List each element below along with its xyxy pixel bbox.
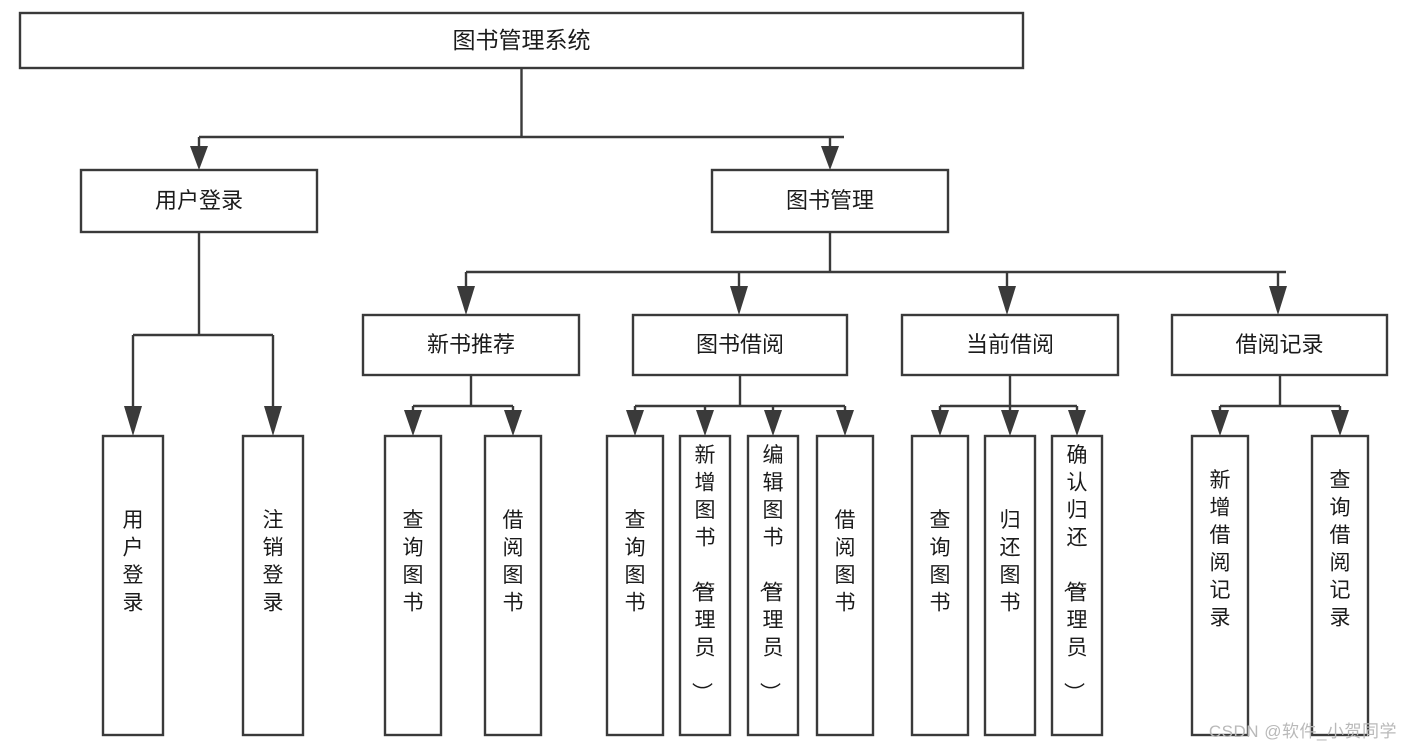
user-login-box[interactable] bbox=[79, 168, 319, 234]
leaf-return-book-box[interactable] bbox=[983, 434, 1037, 737]
current-borrow-box[interactable] bbox=[900, 313, 1120, 377]
root-label: 图书管理系统 bbox=[453, 27, 591, 53]
leaf-query-record-box[interactable] bbox=[1310, 434, 1370, 737]
node-leaf-confirm-return[interactable]: 确认归还（管理员） bbox=[1050, 434, 1104, 737]
node-leaf-add-record[interactable]: 新增借阅记录 bbox=[1190, 434, 1250, 737]
csdn-watermark: CSDN @软件_小贺同学 bbox=[1208, 722, 1397, 741]
node-new-book-recommend[interactable]: 新书推荐 bbox=[361, 313, 581, 377]
arrowhead-leaf-user-logout bbox=[264, 406, 282, 436]
leaf-return-book-label: 归还图书 bbox=[1000, 509, 1021, 615]
arrowhead-leaf-edit-book bbox=[764, 410, 782, 436]
node-leaf-query-book-3[interactable]: 查询图书 bbox=[910, 434, 970, 737]
leaf-query-record-label: 查询借阅记录 bbox=[1330, 469, 1351, 630]
leaf-query-book-2-box[interactable] bbox=[605, 434, 665, 737]
arrowhead-leaf-user-login bbox=[124, 406, 142, 436]
borrow-record-box[interactable] bbox=[1170, 313, 1389, 377]
arrowhead-leaf-add-book bbox=[696, 410, 714, 436]
node-leaf-query-book-1[interactable]: 查询图书 bbox=[383, 434, 443, 737]
node-leaf-user-login[interactable]: 用户登录 bbox=[101, 434, 165, 737]
connector-layer bbox=[124, 68, 1349, 436]
arrowhead-leaf-query-record bbox=[1331, 410, 1349, 436]
leaf-edit-book-label: 编辑图书（管理员） bbox=[758, 444, 784, 703]
node-leaf-query-book-2[interactable]: 查询图书 bbox=[605, 434, 665, 737]
leaf-borrow-book-2-box[interactable] bbox=[815, 434, 875, 737]
arrowhead-book-borrow bbox=[730, 286, 748, 315]
node-book-borrow[interactable]: 图书借阅 bbox=[631, 313, 849, 377]
leaf-borrow-book-2-label: 借阅图书 bbox=[835, 509, 856, 615]
leaf-add-record-label: 新增借阅记录 bbox=[1210, 469, 1231, 630]
node-leaf-edit-book[interactable]: 编辑图书（管理员） bbox=[746, 434, 800, 737]
leaf-user-login-label: 用户登录 bbox=[123, 509, 144, 615]
arrowhead-leaf-borrow-book-1 bbox=[504, 410, 522, 436]
arrowhead-book-management bbox=[821, 146, 839, 170]
node-leaf-add-book[interactable]: 新增图书（管理员） bbox=[678, 434, 732, 737]
borrow-record-label: 借阅记录 bbox=[1235, 332, 1323, 357]
node-leaf-borrow-book-2[interactable]: 借阅图书 bbox=[815, 434, 875, 737]
arrowhead-leaf-borrow-book-2 bbox=[836, 410, 854, 436]
leaf-query-book-3-box[interactable] bbox=[910, 434, 970, 737]
new-book-recommend-label: 新书推荐 bbox=[427, 332, 515, 357]
leaf-borrow-book-1-box[interactable] bbox=[483, 434, 543, 737]
leaf-user-logout-box[interactable] bbox=[241, 434, 305, 737]
book-borrow-label: 图书借阅 bbox=[696, 332, 784, 357]
arrowhead-leaf-query-book-3 bbox=[931, 410, 949, 436]
arrowhead-leaf-query-book-2 bbox=[626, 410, 644, 436]
node-current-borrow[interactable]: 当前借阅 bbox=[900, 313, 1120, 377]
leaf-user-logout-label: 注销登录 bbox=[263, 509, 284, 615]
arrowhead-current-borrow bbox=[998, 286, 1016, 315]
arrowhead-leaf-add-record bbox=[1211, 410, 1229, 436]
arrowhead-leaf-confirm-return bbox=[1068, 410, 1086, 436]
root-box[interactable] bbox=[18, 11, 1025, 70]
arrowhead-leaf-query-book-1 bbox=[404, 410, 422, 436]
node-user-login[interactable]: 用户登录 bbox=[79, 168, 319, 234]
leaf-query-book-1-box[interactable] bbox=[383, 434, 443, 737]
arrowhead-user-login bbox=[190, 146, 208, 170]
leaf-query-book-2-label: 查询图书 bbox=[625, 509, 646, 615]
leaf-query-book-3-label: 查询图书 bbox=[930, 509, 951, 615]
arrowhead-borrow-record bbox=[1269, 286, 1287, 315]
current-borrow-label: 当前借阅 bbox=[966, 332, 1054, 357]
node-leaf-query-record[interactable]: 查询借阅记录 bbox=[1310, 434, 1370, 737]
new-book-recommend-box[interactable] bbox=[361, 313, 581, 377]
book-management-label: 图书管理 bbox=[786, 188, 874, 213]
leaf-borrow-book-1-label: 借阅图书 bbox=[503, 509, 524, 615]
leaf-query-book-1-label: 查询图书 bbox=[403, 509, 424, 615]
book-management-box[interactable] bbox=[710, 168, 950, 234]
node-root[interactable]: 图书管理系统 bbox=[18, 11, 1025, 70]
leaf-add-book-box[interactable] bbox=[678, 434, 732, 737]
book-borrow-box[interactable] bbox=[631, 313, 849, 377]
node-borrow-record[interactable]: 借阅记录 bbox=[1170, 313, 1389, 377]
user-login-label: 用户登录 bbox=[155, 188, 243, 213]
arrowhead-new-book-recommend bbox=[457, 286, 475, 315]
leaf-user-login-box[interactable] bbox=[101, 434, 165, 737]
leaf-add-book-label: 新增图书（管理员） bbox=[690, 444, 716, 703]
node-leaf-user-logout[interactable]: 注销登录 bbox=[241, 434, 305, 737]
node-leaf-return-book[interactable]: 归还图书 bbox=[983, 434, 1037, 737]
arrowhead-leaf-return-book bbox=[1001, 410, 1019, 436]
node-leaf-borrow-book-1[interactable]: 借阅图书 bbox=[483, 434, 543, 737]
leaf-confirm-return-label: 确认归还（管理员） bbox=[1062, 444, 1088, 703]
leaf-edit-book-box[interactable] bbox=[746, 434, 800, 737]
leaf-confirm-return-box[interactable] bbox=[1050, 434, 1104, 737]
leaf-add-record-box[interactable] bbox=[1190, 434, 1250, 737]
node-book-management[interactable]: 图书管理 bbox=[710, 168, 950, 234]
